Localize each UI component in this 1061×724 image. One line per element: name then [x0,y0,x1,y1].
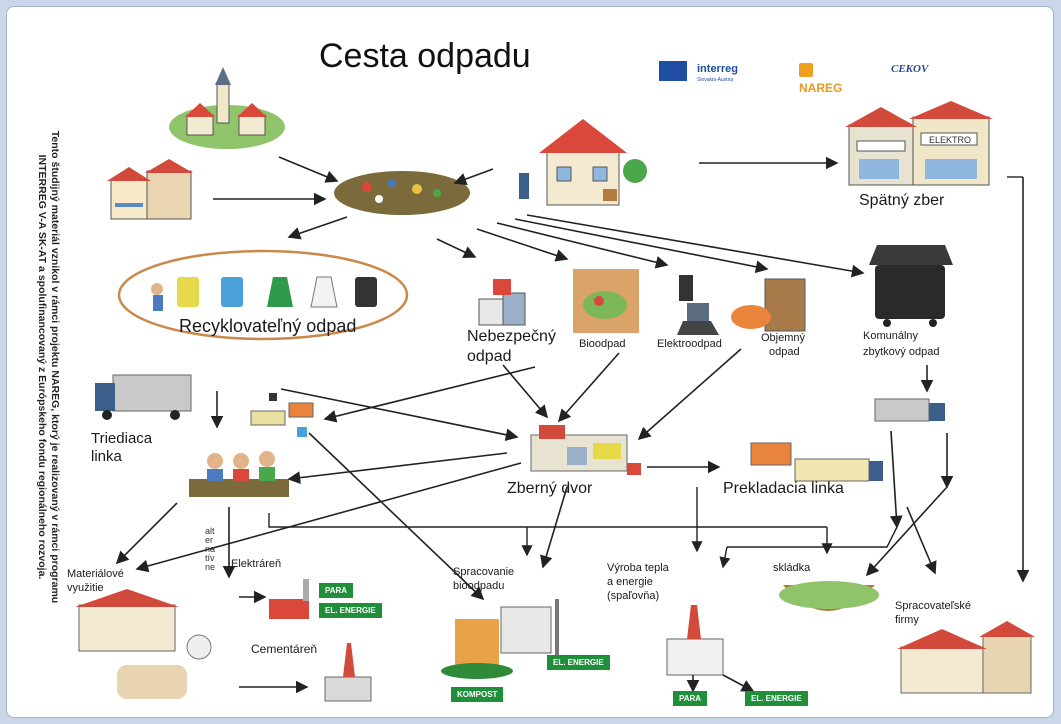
label-bioodpad: Bioodpad [579,338,626,350]
material-use-illustration [75,589,212,699]
side-note: Tento študijný materiál vznikol v rámci … [13,127,83,607]
label-recyklovatelny-odpad: Recyklovateľný odpad [179,316,357,336]
interreg-logo-text: interreg [697,63,738,75]
recycling-bins-illustration [151,276,377,311]
label-spracovanie-2: bioodpadu [453,580,505,592]
nareg-icon [799,62,813,77]
tag-para-incinerator: PARA [673,691,708,706]
svg-text:ELEKTRO: ELEKTRO [929,135,971,145]
label-materialove-1: Materiálové [67,568,124,580]
tag-el-energie-incinerator: EL. ENERGIE [745,691,808,706]
bulky-waste-illustration [731,278,806,332]
connector-lines [268,176,1023,548]
tag-el-energie-power-plant: EL. ENERGIE [319,603,382,618]
bio-processing-illustration [441,599,559,679]
municipal-container-illustration [869,245,953,327]
label-komunalny-2: zbytkový odpad [863,346,940,358]
nareg-logo-text: NAREG [799,80,843,95]
interreg-logo-subtext: Slovakia-Austria [697,77,734,83]
waste-pile-illustration [334,171,470,215]
processing-firms-illustration [897,621,1035,694]
cement-plant-illustration [324,643,372,702]
diagram-frame: ELEKTRO [6,6,1054,718]
village-illustration [169,67,285,149]
apartment-illustration [107,159,193,220]
label-triediaca-2: linka [91,448,122,465]
diagram-artwork: ELEKTRO [75,67,1035,702]
label-prekladacia-linka: Prekladacia linka [723,480,844,497]
page-title: Cesta odpadu [319,37,531,75]
power-plant-illustration [269,579,309,619]
label-zberny-dvor: Zberný dvor [507,480,593,497]
eu-flag-icon [659,61,687,81]
house-illustration [519,119,647,206]
recycling-ellipse [117,249,409,341]
tag-kompost: KOMPOST [451,687,504,702]
label-vyroba-2: a energie [607,576,653,588]
incinerator-illustration [666,605,724,676]
biowaste-illustration [573,269,639,333]
label-vyroba-3: (spaľovňa) [607,590,660,602]
label-spracovatelske-2: firmy [895,614,919,626]
cekov-logo-text: CEKOV [891,63,929,75]
label-komunalny-1: Komunálny [863,330,919,342]
transfer-trucks-illustration [750,398,945,482]
label-objemny-2: odpad [769,346,800,358]
landfill-illustration [779,581,879,611]
flow-arrows [115,156,1030,694]
label-spracovanie-1: Spracovanie [453,566,515,578]
ewaste-illustration [677,275,719,335]
collection-trucks-illustration [250,393,314,437]
label-materialove-2: využitie [67,582,104,594]
label-spatny-zber: Spätný zber [859,192,945,209]
truck-illustration [95,374,192,420]
hazardous-waste-illustration [478,279,526,326]
nareg-logo: NAREG [799,61,842,97]
cekov-logo: CEKOV [891,59,928,77]
collection-yard-illustration [530,425,641,475]
label-objemny-1: Objemný [761,332,806,344]
side-note-text: Tento študijný materiál vznikol v rámci … [36,130,62,604]
sorting-line-illustration [189,451,289,497]
tag-el-energie-bio: EL. ENERGIE [547,655,610,670]
label-triediaca-1: Triediaca [91,430,153,447]
interreg-logo: interreg Slovakia-Austria [697,59,738,83]
label-nebezpecny-2: odpad [467,348,512,365]
label-vyroba-1: Výroba tepla [607,562,669,574]
tag-para-power-plant: PARA [319,583,354,598]
label-cementaren: Cementáreň [251,642,318,656]
label-elektroodpad: Elektroodpad [657,338,722,350]
label-nebezpecny-1: Nebezpečný [467,328,556,345]
label-spracovatelske-1: Spracovateľské [895,600,971,612]
label-alternativne: alternatívne [205,526,216,572]
label-elektraren: Elektráreň [231,558,282,570]
shops-illustration: ELEKTRO [845,101,993,186]
label-skladka: skládka [773,562,811,574]
